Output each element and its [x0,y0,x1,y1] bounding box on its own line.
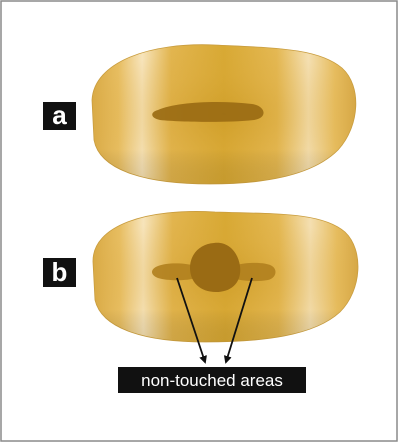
contact-wing-right-b [236,263,275,281]
panel-label-a-text: a [52,100,67,130]
callout-label: non-touched areas [118,367,306,393]
callout-label-text: non-touched areas [141,371,283,390]
contact-blob-b [190,243,240,292]
contact-wing-left-b [152,263,196,280]
panel-label-b: b [43,257,76,287]
panel-label-a: a [43,100,76,130]
panel-label-b-text: b [52,257,68,287]
